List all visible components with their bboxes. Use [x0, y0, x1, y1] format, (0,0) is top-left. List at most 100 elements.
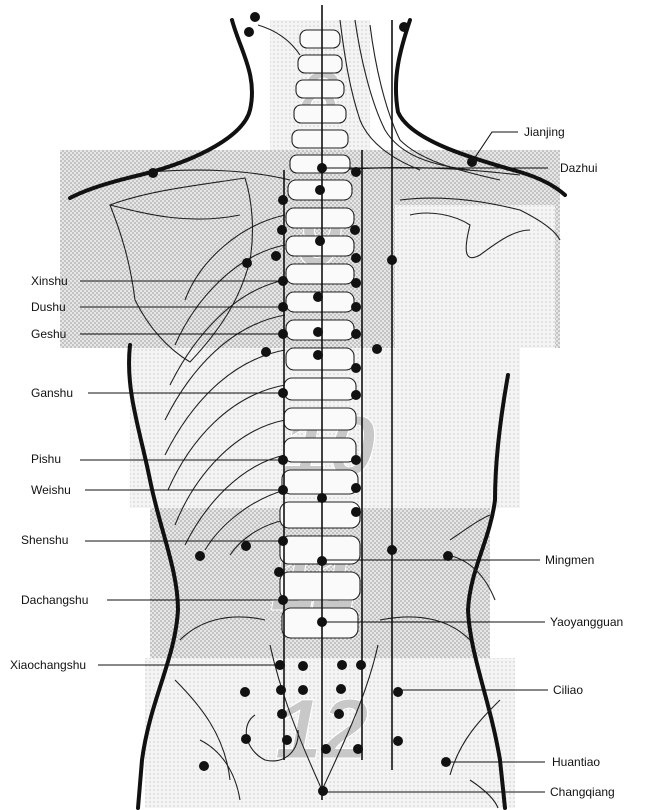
- acupoint-dushu: [278, 302, 288, 312]
- acupoint-marker: [387, 545, 397, 555]
- body-outline: [68, 18, 567, 810]
- neck-right-outline: [393, 18, 567, 197]
- label-changqiang: Changqiang: [550, 785, 615, 799]
- acupoint-marker: [351, 253, 361, 263]
- acupoint-marker: [351, 329, 361, 339]
- ribs-7: [174, 419, 286, 526]
- right-waist-line: [447, 554, 496, 601]
- acupoint-dots: [148, 12, 477, 796]
- neck-muscle-2: [354, 19, 471, 171]
- ribs-6: [167, 384, 286, 491]
- band-pelvis: [145, 658, 515, 808]
- pelvis-right: [449, 699, 501, 809]
- acupoint-marker: [148, 168, 158, 178]
- acupoint-marker: [443, 551, 453, 561]
- acupoint-marker: [351, 483, 361, 493]
- acupoint-marker: [199, 761, 209, 771]
- right-waist-line-2: [449, 514, 491, 541]
- gluteal-left: [245, 714, 299, 762]
- scapula-spine: [109, 204, 241, 220]
- acupoint-marker: [399, 22, 409, 32]
- acupoint-yaoyangguan: [317, 617, 327, 627]
- iliac-crest-left: [179, 616, 266, 641]
- label-xinshu: Xinshu: [31, 274, 68, 288]
- acupoint-marker: [242, 258, 252, 268]
- acupoint-jianjing: [467, 157, 477, 167]
- acupoint-marker: [282, 735, 292, 745]
- acupoint-marker: [277, 709, 287, 719]
- label-huantiao: Huantiao: [552, 755, 601, 769]
- acupoint-shenshu: [278, 536, 288, 546]
- ribs-9: [204, 489, 286, 551]
- acupoint-ganshu: [278, 388, 288, 398]
- acupoint-marker: [195, 551, 205, 561]
- acupoint-marker: [351, 507, 361, 517]
- ribs-10: [229, 519, 286, 556]
- label-dushu: Dushu: [31, 300, 66, 314]
- label-yaoyangguan: Yaoyangguan: [550, 615, 624, 629]
- label-pishu: Pishu: [31, 452, 62, 466]
- pelvis-left: [174, 679, 241, 801]
- acupoint-marker: [241, 734, 251, 744]
- scapula-outline: [109, 177, 253, 363]
- acupoint-marker: [356, 660, 366, 670]
- acupoint-marker: [298, 661, 308, 671]
- neck-muscle-3: [369, 24, 501, 181]
- acupoint-xiaochangshu: [275, 660, 285, 670]
- acupoint-marker: [315, 185, 325, 195]
- acupoint-marker: [313, 350, 323, 360]
- acupoint-marker: [351, 390, 361, 400]
- acupoint-changqiang: [318, 786, 328, 796]
- label-ciliao: Ciliao: [553, 683, 584, 697]
- acupoint-marker: [351, 455, 361, 465]
- right-shoulder-muscle-2: [409, 212, 531, 258]
- acupoint-dachangshu: [278, 595, 288, 605]
- acupoint-marker: [313, 327, 323, 337]
- acupoint-pishu: [278, 455, 288, 465]
- acupoint-marker: [278, 195, 288, 205]
- label-dazhui: Dazhui: [560, 161, 598, 175]
- acupoint-marker: [271, 251, 281, 261]
- acupoint-marker: [244, 27, 254, 37]
- acupoint-mingmen: [317, 556, 327, 566]
- label-ganshu: Ganshu: [31, 386, 74, 400]
- neck-muscle-1: [339, 19, 421, 171]
- acupoint-marker: [321, 744, 331, 754]
- label-mingmen: Mingmen: [545, 553, 595, 567]
- leader-jianjing: [471, 131, 518, 163]
- acupoint-dazhui: [317, 163, 327, 173]
- acupoint-marker: [261, 347, 271, 357]
- meridian-lines: [283, 5, 393, 800]
- acupoint-marker: [317, 493, 327, 503]
- ribs-2: [174, 244, 286, 346]
- acupoint-xinshu: [278, 276, 288, 286]
- acupoint-marker: [387, 255, 397, 265]
- label-dachangshu: Dachangshu: [21, 593, 89, 607]
- label-shenshu: Shenshu: [21, 533, 69, 547]
- band-upper-right-clear: [395, 205, 555, 348]
- acupoint-weishu: [278, 485, 288, 495]
- neck-left-detail: [257, 24, 301, 56]
- acupoint-marker: [315, 236, 325, 246]
- acupoint-huantiao: [441, 757, 451, 767]
- torso-left-outline: [127, 343, 181, 810]
- ribs-1: [184, 214, 286, 301]
- acupoint-marker: [337, 660, 347, 670]
- right-shoulder-muscle: [399, 197, 561, 241]
- ribs-4: [164, 314, 286, 421]
- acupoint-marker: [250, 12, 260, 22]
- label-weishu: Weishu: [31, 483, 71, 497]
- neck-left-outline: [68, 18, 254, 200]
- label-geshu: Geshu: [31, 327, 67, 341]
- acupoint-marker: [277, 225, 287, 235]
- acupoint-marker: [372, 344, 382, 354]
- acupoint-marker: [351, 278, 361, 288]
- acupoint-marker: [351, 167, 361, 177]
- acupoint-marker: [336, 684, 346, 694]
- acupoint-marker: [350, 225, 360, 235]
- acupoint-marker: [353, 744, 363, 754]
- label-jianjing: Jianjing: [524, 125, 565, 139]
- leader-lines: [80, 131, 548, 793]
- acupoint-ciliao: [393, 687, 403, 697]
